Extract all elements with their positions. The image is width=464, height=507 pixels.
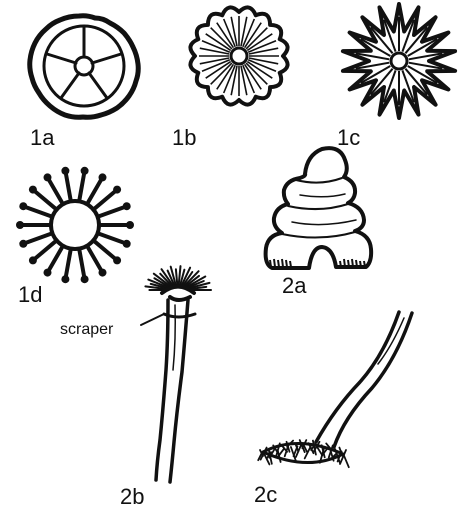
spoke-1d — [80, 251, 85, 280]
ray-1b — [231, 66, 237, 95]
ray-1b — [241, 66, 247, 95]
spoke-1d — [88, 177, 103, 202]
ray-1b — [241, 17, 247, 46]
spoke-1d — [99, 234, 126, 244]
ray-1b — [231, 17, 237, 46]
spoke-tip-1d — [29, 186, 37, 194]
spoke-tip-1d — [81, 275, 89, 283]
figure-1d: 1d — [16, 167, 134, 307]
label-1d: 1d — [18, 282, 42, 307]
spoke-tip-1d — [113, 256, 121, 264]
ray-1b — [200, 58, 229, 64]
ray-2b — [176, 269, 177, 285]
spoke-tip-1d — [19, 202, 27, 210]
figure-1b: 1b — [172, 7, 288, 150]
spoke-tip-1d — [29, 256, 37, 264]
label-1a: 1a — [30, 125, 55, 150]
spoke-1d — [33, 242, 55, 261]
figure-2b: scraper 2b — [60, 266, 211, 507]
label-1b: 1b — [172, 125, 196, 150]
bristle-2c — [344, 455, 349, 467]
spoke-tip-1d — [126, 221, 134, 229]
spoke-1d — [48, 248, 63, 273]
spoke-tip-1d — [61, 275, 69, 283]
spoke-1d — [48, 177, 63, 202]
rosette-1b-rays — [199, 16, 279, 96]
label-1c: 1c — [337, 125, 360, 150]
spoke-1d — [33, 190, 55, 209]
spoke-tip-1d — [123, 240, 131, 248]
spoke-tip-1d — [123, 202, 131, 210]
spoke-tip-1d — [44, 173, 52, 181]
spoke-1d — [99, 206, 126, 216]
spoke-tip-1d — [99, 269, 107, 277]
ray-1b — [200, 48, 229, 54]
figure-2a: 2a — [266, 148, 372, 298]
dome-base-stipple-left — [270, 259, 291, 267]
spoke-1d — [65, 251, 70, 280]
spoke-1d — [23, 206, 50, 216]
spoke-tip-1d — [19, 240, 27, 248]
ray-1b — [249, 58, 278, 64]
spoke-tip-1d — [61, 167, 69, 175]
label-2a: 2a — [282, 273, 307, 298]
spoke-tip-1d — [44, 269, 52, 277]
label-2b: 2b — [120, 484, 144, 507]
spoke-tip-1d — [81, 167, 89, 175]
figure-1c: 1c — [337, 4, 455, 150]
label-2c: 2c — [254, 482, 277, 507]
spoke-1d — [23, 234, 50, 244]
rosette-1d-spokes — [16, 167, 134, 283]
figure-2c: 2c — [254, 312, 412, 507]
spoke-1d — [65, 171, 70, 200]
bristle-2c — [278, 448, 284, 456]
scraper-annotation: scraper — [60, 321, 114, 338]
spoke-1d — [80, 171, 85, 200]
spoke-tip-1d — [99, 173, 107, 181]
spoke-tip-1d — [16, 221, 24, 229]
spoke-1d — [88, 248, 103, 273]
spoke-tip-1d — [113, 186, 121, 194]
spoke-1d — [95, 242, 117, 261]
figure-1a: 1a — [30, 16, 139, 150]
spoke-1d — [95, 190, 117, 209]
ray-1b — [249, 48, 278, 54]
